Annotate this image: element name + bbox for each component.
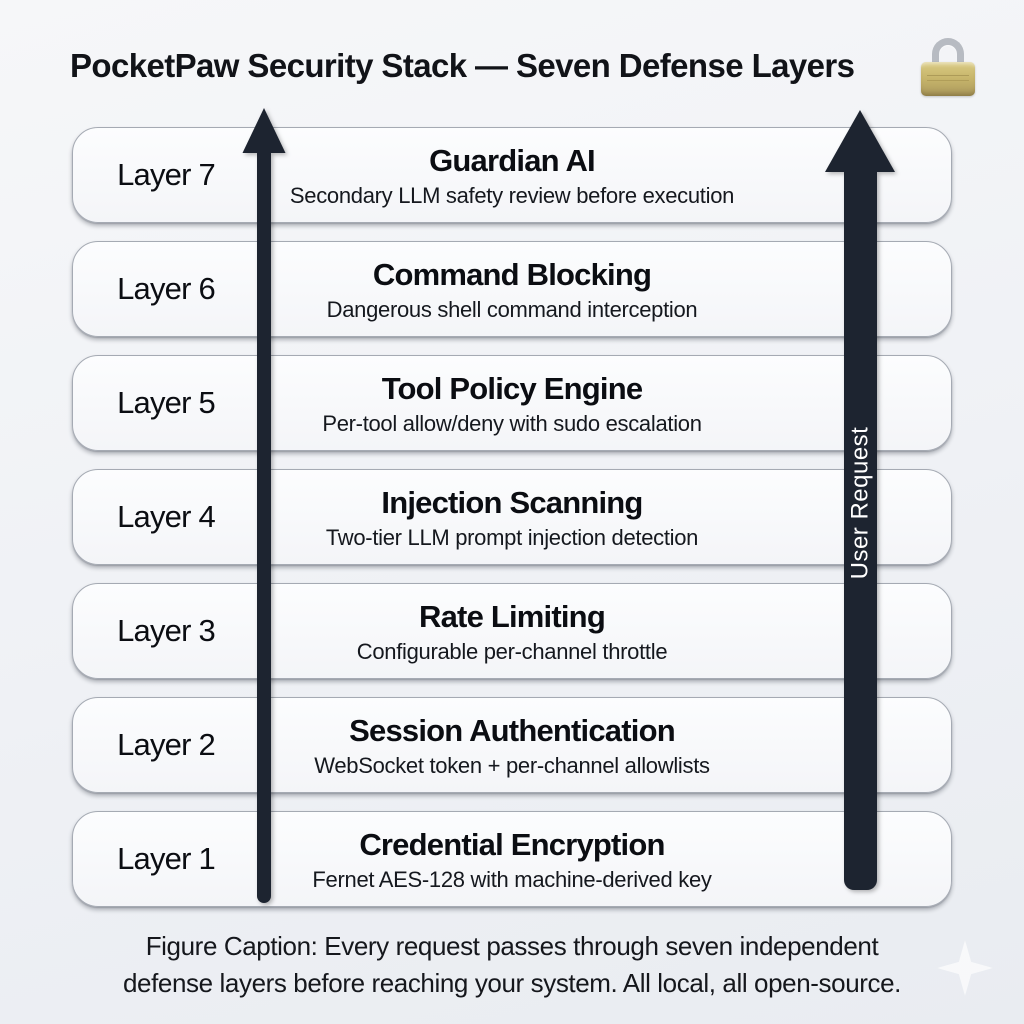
- layer-label: Layer 6: [117, 271, 216, 306]
- layer-label: Layer 7: [117, 157, 216, 192]
- layer-row-3: Layer 3 Rate Limiting Configurable per-c…: [72, 583, 952, 679]
- padlock-icon: [921, 38, 975, 96]
- layer-row-6: Layer 6 Command Blocking Dangerous shell…: [72, 241, 952, 337]
- padlock-shackle: [932, 38, 964, 70]
- layer-row-7: Layer 7 Guardian AI Secondary LLM safety…: [72, 127, 952, 223]
- layer-stack: Layer 7 Guardian AI Secondary LLM safety…: [72, 127, 952, 925]
- layer-subtitle: Two-tier LLM prompt injection detection: [325, 525, 699, 550]
- layer-row-2: Layer 2 Session Authentication WebSocket…: [72, 697, 952, 793]
- layer-content: Injection Scanning Two-tier LLM prompt i…: [325, 485, 699, 550]
- layer-content: Credential Encryption Fernet AES-128 wit…: [312, 827, 711, 891]
- layer-content: Guardian AI Secondary LLM safety review …: [290, 143, 734, 207]
- layer-title: Injection Scanning: [381, 485, 643, 520]
- layer-row-4: Layer 4 Injection Scanning Two-tier LLM …: [72, 469, 952, 565]
- padlock-body: [921, 62, 975, 96]
- layer-label: Layer 1: [117, 841, 216, 876]
- layer-subtitle: Per-tool allow/deny with sudo escalation: [322, 411, 702, 436]
- layer-content: Session Authentication WebSocket token +…: [314, 713, 710, 778]
- layer-title: Session Authentication: [349, 713, 676, 748]
- layer-label: Layer 4: [117, 499, 216, 534]
- figure-caption-line1: Figure Caption: Every request passes thr…: [145, 931, 879, 961]
- figure-caption-line2: defense layers before reaching your syst…: [122, 967, 902, 998]
- layer-subtitle: WebSocket token + per-channel allowlists: [314, 753, 710, 778]
- layer-subtitle: Fernet AES-128 with machine-derived key: [312, 867, 712, 892]
- layer-content: Tool Policy Engine Per-tool allow/deny w…: [322, 371, 702, 436]
- layer-subtitle: Secondary LLM safety review before execu…: [289, 183, 735, 208]
- layer-label: Layer 3: [117, 613, 216, 648]
- layer-content: Rate Limiting Configurable per-channel t…: [357, 599, 668, 663]
- layer-label: Layer 5: [117, 385, 216, 420]
- layer-content: Command Blocking Dangerous shell command…: [327, 257, 698, 321]
- layer-subtitle: Configurable per-channel throttle: [356, 639, 668, 664]
- layer-title: Credential Encryption: [359, 827, 665, 862]
- layer-title: Guardian AI: [429, 143, 596, 178]
- figure-title: PocketPaw Security Stack — Seven Defense…: [70, 47, 855, 84]
- layer-title: Command Blocking: [372, 257, 652, 292]
- layer-row-5: Layer 5 Tool Policy Engine Per-tool allo…: [72, 355, 952, 451]
- layer-title: Tool Policy Engine: [381, 371, 643, 406]
- layer-title: Rate Limiting: [419, 599, 606, 634]
- figure-caption: Figure Caption: Every request passes thr…: [0, 928, 1024, 1002]
- layer-row-1: Layer 1 Credential Encryption Fernet AES…: [72, 811, 952, 907]
- layer-label: Layer 2: [117, 727, 216, 762]
- layer-subtitle: Dangerous shell command interception: [326, 297, 698, 322]
